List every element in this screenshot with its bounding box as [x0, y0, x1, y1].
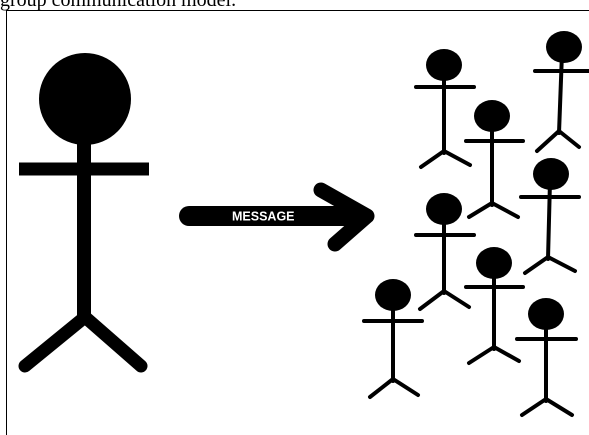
receiver-stick-figure-icon	[362, 279, 424, 399]
arrow-label: MESSAGE	[232, 210, 295, 224]
sender-stick-figure-icon	[18, 53, 149, 373]
receiver-stick-figure-icon	[464, 247, 525, 365]
figure-caption: group communication model.	[0, 0, 237, 11]
receiver-stick-figure-icon	[414, 193, 476, 311]
receiver-stick-figure-icon	[464, 100, 525, 219]
receiver-stick-figure-icon	[533, 31, 589, 153]
diagram-frame: MESSAGE	[6, 10, 589, 435]
receiver-stick-figure-icon	[414, 49, 476, 169]
receiver-stick-figure-icon	[515, 298, 578, 417]
receiver-stick-figure-icon	[519, 158, 581, 275]
communication-diagram: MESSAGE	[18, 31, 589, 417]
message-arrow	[179, 182, 375, 252]
